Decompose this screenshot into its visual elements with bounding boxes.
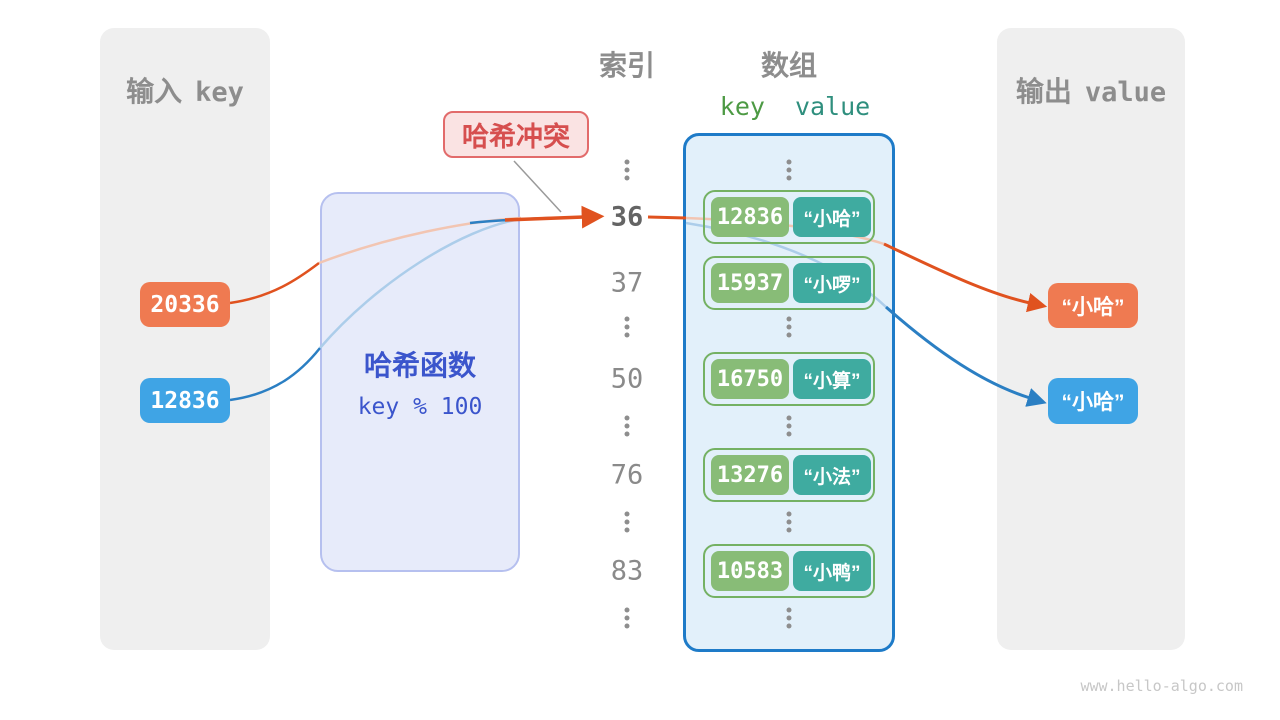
- array-row: 15937 “小啰”: [703, 256, 875, 310]
- input-panel: 输入 key: [100, 28, 270, 650]
- index-36: 36: [610, 201, 644, 233]
- key-cell: 13276: [711, 455, 789, 495]
- value-cell: “小啰”: [793, 263, 871, 303]
- ellipsis-icon: [786, 605, 792, 632]
- ellipsis-icon: [624, 413, 630, 440]
- input-key-20336: 20336: [140, 282, 230, 327]
- array-row: 16750 “小算”: [703, 352, 875, 406]
- index-37: 37: [610, 267, 644, 299]
- array-row: 10583 “小鸭”: [703, 544, 875, 598]
- value-header: value: [794, 92, 871, 121]
- value-cell: “小哈”: [793, 197, 871, 237]
- ellipsis-icon: [786, 413, 792, 440]
- ellipsis-icon: [624, 605, 630, 632]
- array-kv-header: key value: [693, 92, 897, 121]
- value-cell: “小鸭”: [793, 551, 871, 591]
- ellipsis-icon: [786, 509, 792, 536]
- ellipsis-icon: [624, 509, 630, 536]
- output-value-1: “小哈”: [1048, 283, 1138, 328]
- value-cell: “小算”: [793, 359, 871, 399]
- index-76: 76: [610, 459, 644, 491]
- key-cell: 10583: [711, 551, 789, 591]
- output-title-en: value: [1084, 77, 1167, 108]
- key-cell: 15937: [711, 263, 789, 303]
- hash-function-box: 哈希函数 key % 100: [320, 192, 520, 572]
- watermark: www.hello-algo.com: [1080, 677, 1243, 695]
- index-column-title: 索引: [598, 50, 656, 81]
- collision-pointer-line: [513, 160, 562, 213]
- key-cell: 12836: [711, 197, 789, 237]
- output-value-2: “小哈”: [1048, 378, 1138, 424]
- hash-collision-label: 哈希冲突: [443, 111, 589, 158]
- input-title-en: key: [195, 77, 244, 108]
- hash-function-formula: key % 100: [357, 394, 483, 420]
- ellipsis-icon: [624, 314, 630, 341]
- input-title-zh: 输入: [126, 76, 183, 107]
- input-key-20336-text: 20336: [150, 291, 220, 318]
- array-column-title: 数组: [760, 50, 818, 81]
- line-36-to-array: [647, 215, 687, 220]
- index-83: 83: [610, 555, 644, 587]
- key-cell: 16750: [711, 359, 789, 399]
- output-panel: 输出 value: [997, 28, 1185, 650]
- index-50: 50: [610, 363, 644, 395]
- array-row: 13276 “小法”: [703, 448, 875, 502]
- ellipsis-icon: [786, 157, 792, 184]
- output-panel-title: 输出 value: [997, 70, 1185, 110]
- ellipsis-icon: [786, 314, 792, 341]
- input-key-12836-text: 12836: [150, 387, 220, 414]
- hash-function-title: 哈希函数: [363, 350, 476, 381]
- array-row: 12836 “小哈”: [703, 190, 875, 244]
- input-panel-title: 输入 key: [100, 70, 270, 110]
- ellipsis-icon: [624, 157, 630, 184]
- output-title-zh: 输出: [1015, 76, 1072, 107]
- input-key-12836: 12836: [140, 378, 230, 423]
- output-value-2-text: “小哈”: [1061, 391, 1125, 414]
- key-header: key: [719, 92, 765, 121]
- output-value-1-text: “小哈”: [1061, 295, 1125, 319]
- value-cell: “小法”: [793, 455, 871, 495]
